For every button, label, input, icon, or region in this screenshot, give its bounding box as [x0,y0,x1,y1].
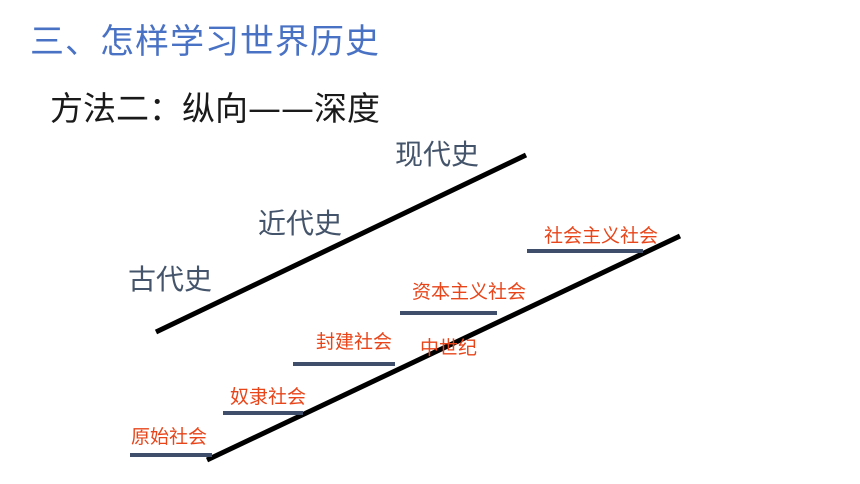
stage-label-slave: 奴隶社会 [230,386,307,408]
era-label-ancient: 古代史 [128,263,213,296]
era-diagonal-line [154,152,528,335]
era-label-contemporary: 现代史 [395,138,480,171]
era-label-modern: 近代史 [258,207,343,240]
stage-label-feudal: 封建社会 [316,331,393,353]
slide-subtitle: 方法二：纵向——深度 [50,89,380,128]
stage-label-primitive: 原始社会 [131,426,208,448]
stage-label-capitalist: 资本主义社会 [412,281,527,303]
stage-label-socialist: 社会主义社会 [544,225,659,247]
annotation-middle-ages: 中世纪 [420,337,478,359]
slide-title: 三、怎样学习世界历史 [30,22,380,62]
stage-diagonal-line [205,233,682,463]
